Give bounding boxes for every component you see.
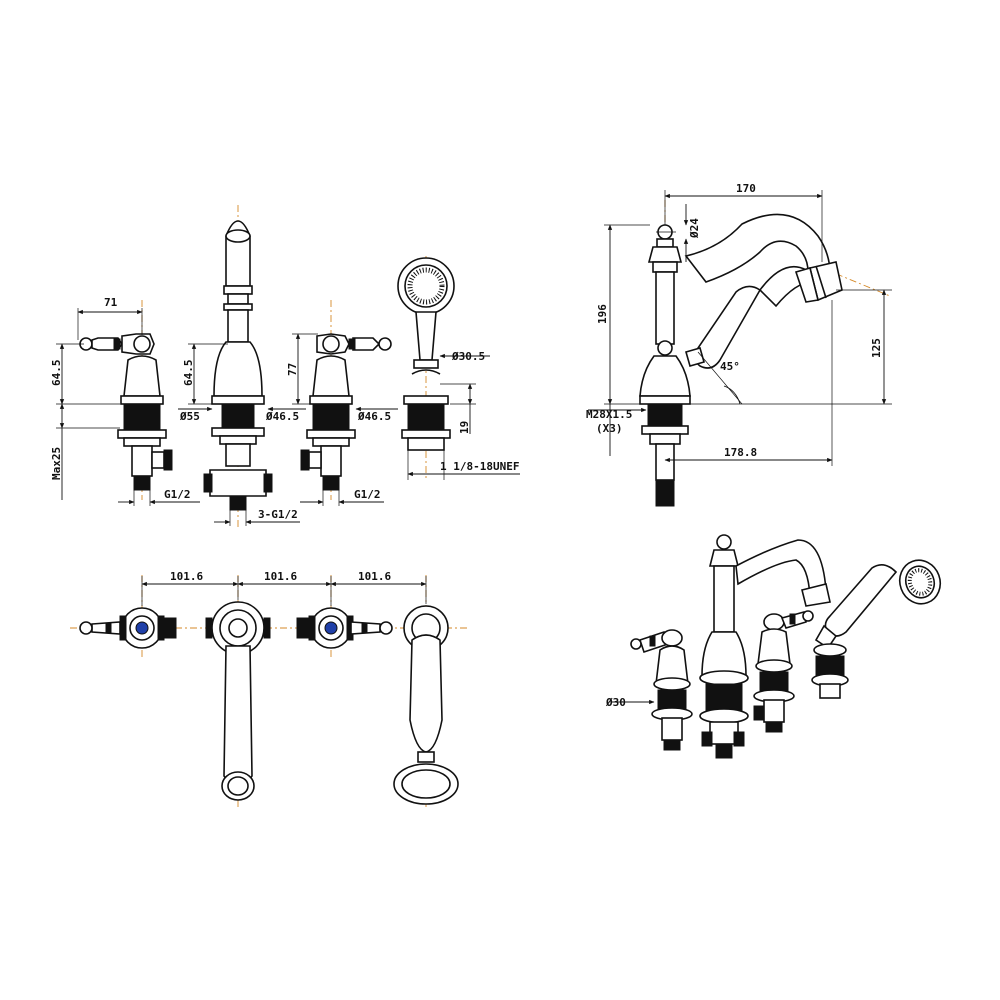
dim-dia-55: Ø55 [179, 410, 200, 423]
dim-pitch-3: 101.6 [358, 570, 391, 583]
side-elevation-view: 170 Ø24 196 125 45° M28X1.5 (X3) 178.8 [586, 182, 892, 507]
iso-hand-shower [811, 559, 942, 699]
dim-max-deck: Max25 [50, 447, 63, 480]
front-elevation-view: 71 64.5 Max25 64.5 77 Ø55 Ø46.5 Ø46.5 Ø3… [50, 205, 520, 530]
dim-dia-24: Ø24 [688, 218, 701, 239]
dim-three-g-half: 3-G1/2 [258, 508, 298, 521]
dim-height-19: 19 [458, 421, 471, 434]
iso-spout [699, 534, 831, 759]
dim-thread-hose: 1 1/8-18UNEF [440, 460, 519, 473]
dim-height-77: 77 [286, 363, 299, 376]
dim-g-half-right: G1/2 [354, 488, 381, 501]
dim-side-height-125: 125 [870, 338, 883, 358]
dim-dia-46-5-a: Ø46.5 [265, 410, 299, 423]
dim-handle-width: 71 [104, 296, 118, 309]
dim-side-width-170: 170 [736, 182, 756, 195]
dim-pitch-1: 101.6 [170, 570, 203, 583]
dim-dia-30-5: Ø30.5 [451, 350, 485, 363]
front-dimension-lines [56, 308, 520, 526]
top-plan-view: 101.6 101.6 101.6 [70, 570, 470, 810]
dim-pitch-2: 101.6 [264, 570, 297, 583]
right-valve [300, 300, 392, 500]
left-valve [79, 300, 173, 500]
dim-dia-30: Ø30 [605, 696, 626, 709]
iso-right-valve [753, 610, 814, 733]
dim-thread-m28-qty: (X3) [596, 422, 623, 435]
isometric-view: Ø30 [605, 534, 942, 759]
dim-dia-46-5-b: Ø46.5 [357, 410, 391, 423]
dim-thread-m28: M28X1.5 [586, 408, 632, 421]
dim-angle-45: 45° [720, 360, 740, 373]
dim-side-reach-178-8: 178.8 [724, 446, 757, 459]
dim-spout-height-front: 64.5 [182, 360, 195, 387]
iso-left-valve [630, 629, 693, 751]
dim-handle-height-left: 64.5 [50, 360, 63, 387]
hand-shower-front [397, 256, 455, 480]
dim-side-height-196: 196 [596, 304, 609, 324]
central-spout-front [203, 205, 273, 530]
dim-g-half-left: G1/2 [164, 488, 191, 501]
